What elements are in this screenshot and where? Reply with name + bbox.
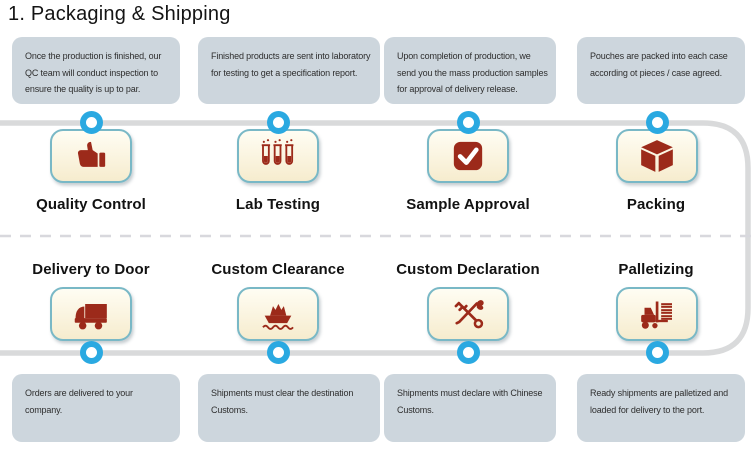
step-icon-box [50, 129, 132, 183]
step-description: Shipments must clear the destination Cus… [198, 374, 380, 442]
connector-dot [80, 111, 103, 134]
step-icon-box [237, 287, 319, 341]
crossed-keys-icon [454, 300, 484, 329]
forklift-icon [641, 301, 672, 329]
step-description: Ready shipments are palletized and loade… [577, 374, 745, 442]
step-icon-box [616, 129, 698, 183]
thumbs-up-icon [77, 141, 106, 167]
page-title: 1. Packaging & Shipping [8, 3, 231, 25]
flow-path [0, 120, 751, 356]
step-icon-box [427, 129, 509, 183]
step-description: Pouches are packed into each case accord… [577, 37, 745, 104]
step-label: Custom Declaration [396, 261, 540, 278]
connector-dot [646, 341, 669, 364]
connector-dot [646, 111, 669, 134]
step-icon-box [616, 287, 698, 341]
checkmark-icon [453, 141, 483, 171]
step-label: Custom Clearance [211, 261, 345, 278]
step-label: Palletizing [618, 261, 694, 278]
ship-icon [262, 304, 294, 330]
box-icon [641, 140, 673, 172]
step-label: Packing [626, 196, 686, 213]
step-icon-box [50, 287, 132, 341]
connector-dot [267, 111, 290, 134]
step-label: Quality Control [36, 196, 146, 213]
step-icon-box [427, 287, 509, 341]
step-description: Upon completion of production, we send y… [384, 37, 556, 104]
connector-dot [457, 111, 480, 134]
step-description: Finished products are sent into laborato… [198, 37, 380, 104]
test-tubes-icon [261, 139, 294, 165]
truck-icon [74, 304, 107, 330]
connector-dot [457, 341, 480, 364]
step-label: Sample Approval [406, 196, 530, 213]
step-icon-box [237, 129, 319, 183]
step-description: Orders are delivered to your company. [12, 374, 180, 442]
step-description: Once the production is finished, our QC … [12, 37, 180, 104]
step-label: Delivery to Door [32, 261, 150, 278]
step-label: Lab Testing [235, 196, 321, 213]
connector-dot [267, 341, 290, 364]
connector-dot [80, 341, 103, 364]
step-description: Shipments must declare with Chinese Cust… [384, 374, 556, 442]
